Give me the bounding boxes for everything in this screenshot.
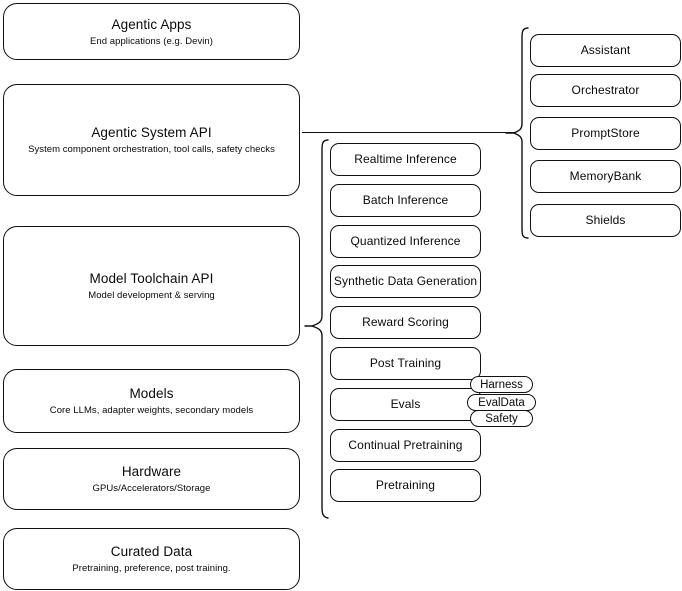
toolchain-item-label: Continual Pretraining	[348, 438, 463, 452]
layer-box-agentic-system-api[interactable]: Agentic System API System component orch…	[3, 84, 300, 196]
layer-title: Model Toolchain API	[89, 271, 214, 286]
toolchain-item-pretraining[interactable]: Pretraining	[330, 469, 481, 502]
system-component-memorybank[interactable]: MemoryBank	[530, 160, 681, 193]
toolchain-item-synthetic-data-generation[interactable]: Synthetic Data Generation	[330, 265, 481, 298]
layer-box-curated-data[interactable]: Curated Data Pretraining, preference, po…	[3, 528, 300, 590]
toolchain-item-label: Reward Scoring	[362, 315, 449, 329]
system-component-label: MemoryBank	[569, 169, 642, 183]
layer-box-hardware[interactable]: Hardware GPUs/Accelerators/Storage	[3, 448, 300, 510]
toolchain-item-label: Quantized Inference	[350, 234, 461, 248]
toolchain-item-realtime-inference[interactable]: Realtime Inference	[330, 143, 481, 176]
layer-title: Agentic Apps	[111, 16, 192, 32]
toolchain-item-label: Post Training	[369, 356, 442, 370]
layer-box-models[interactable]: Models Core LLMs, adapter weights, secon…	[3, 369, 300, 433]
layer-subtitle: Pretraining, preference, post training.	[72, 563, 231, 574]
eval-pill-label: EvalData	[478, 396, 525, 409]
toolchain-item-reward-scoring[interactable]: Reward Scoring	[330, 306, 481, 339]
toolchain-item-continual-pretraining[interactable]: Continual Pretraining	[330, 429, 481, 462]
toolchain-item-label: Realtime Inference	[354, 152, 457, 166]
system-component-assistant[interactable]: Assistant	[530, 34, 681, 67]
system-component-promptstore[interactable]: PromptStore	[530, 117, 681, 150]
layer-title: Curated Data	[110, 544, 193, 559]
eval-pill-harness[interactable]: Harness	[470, 376, 533, 393]
toolchain-item-label: Pretraining	[375, 478, 436, 492]
layer-box-model-toolchain-api[interactable]: Model Toolchain API Model development & …	[3, 226, 300, 346]
layer-subtitle: Model development & serving	[88, 290, 215, 301]
layer-title: Agentic System API	[91, 125, 212, 140]
layer-subtitle: End applications (e.g. Devin)	[90, 35, 213, 47]
brace-toolchain-group	[304, 139, 329, 519]
toolchain-item-post-training[interactable]: Post Training	[330, 347, 481, 380]
eval-pill-safety[interactable]: Safety	[470, 410, 533, 427]
system-component-orchestrator[interactable]: Orchestrator	[530, 74, 681, 107]
toolchain-item-label: Synthetic Data Generation	[333, 274, 478, 288]
layer-subtitle: Core LLMs, adapter weights, secondary mo…	[49, 405, 254, 416]
system-component-label: Orchestrator	[571, 83, 640, 97]
layer-subtitle: System component orchestration, tool cal…	[28, 144, 275, 155]
system-component-label: PromptStore	[571, 126, 640, 140]
eval-pill-label: Safety	[485, 412, 518, 425]
toolchain-item-evals[interactable]: Evals	[330, 388, 481, 421]
system-component-shields[interactable]: Shields	[530, 204, 681, 237]
layer-title: Models	[129, 386, 174, 401]
eval-pill-label: Harness	[480, 378, 523, 391]
toolchain-item-quantized-inference[interactable]: Quantized Inference	[330, 225, 481, 258]
layer-box-agentic-apps[interactable]: Agentic Apps End applications (e.g. Devi…	[3, 3, 300, 60]
toolchain-item-batch-inference[interactable]: Batch Inference	[330, 184, 481, 217]
layer-title: Hardware	[121, 464, 182, 479]
brace-system-components-group	[505, 27, 529, 239]
toolchain-item-label: Batch Inference	[362, 193, 449, 207]
connector-line-system-api-to-components	[302, 132, 516, 134]
eval-pill-evaldata[interactable]: EvalData	[467, 394, 536, 411]
layer-subtitle: GPUs/Accelerators/Storage	[92, 483, 211, 494]
toolchain-item-label: Evals	[390, 397, 421, 411]
system-component-label: Shields	[585, 213, 626, 227]
system-component-label: Assistant	[580, 43, 631, 57]
